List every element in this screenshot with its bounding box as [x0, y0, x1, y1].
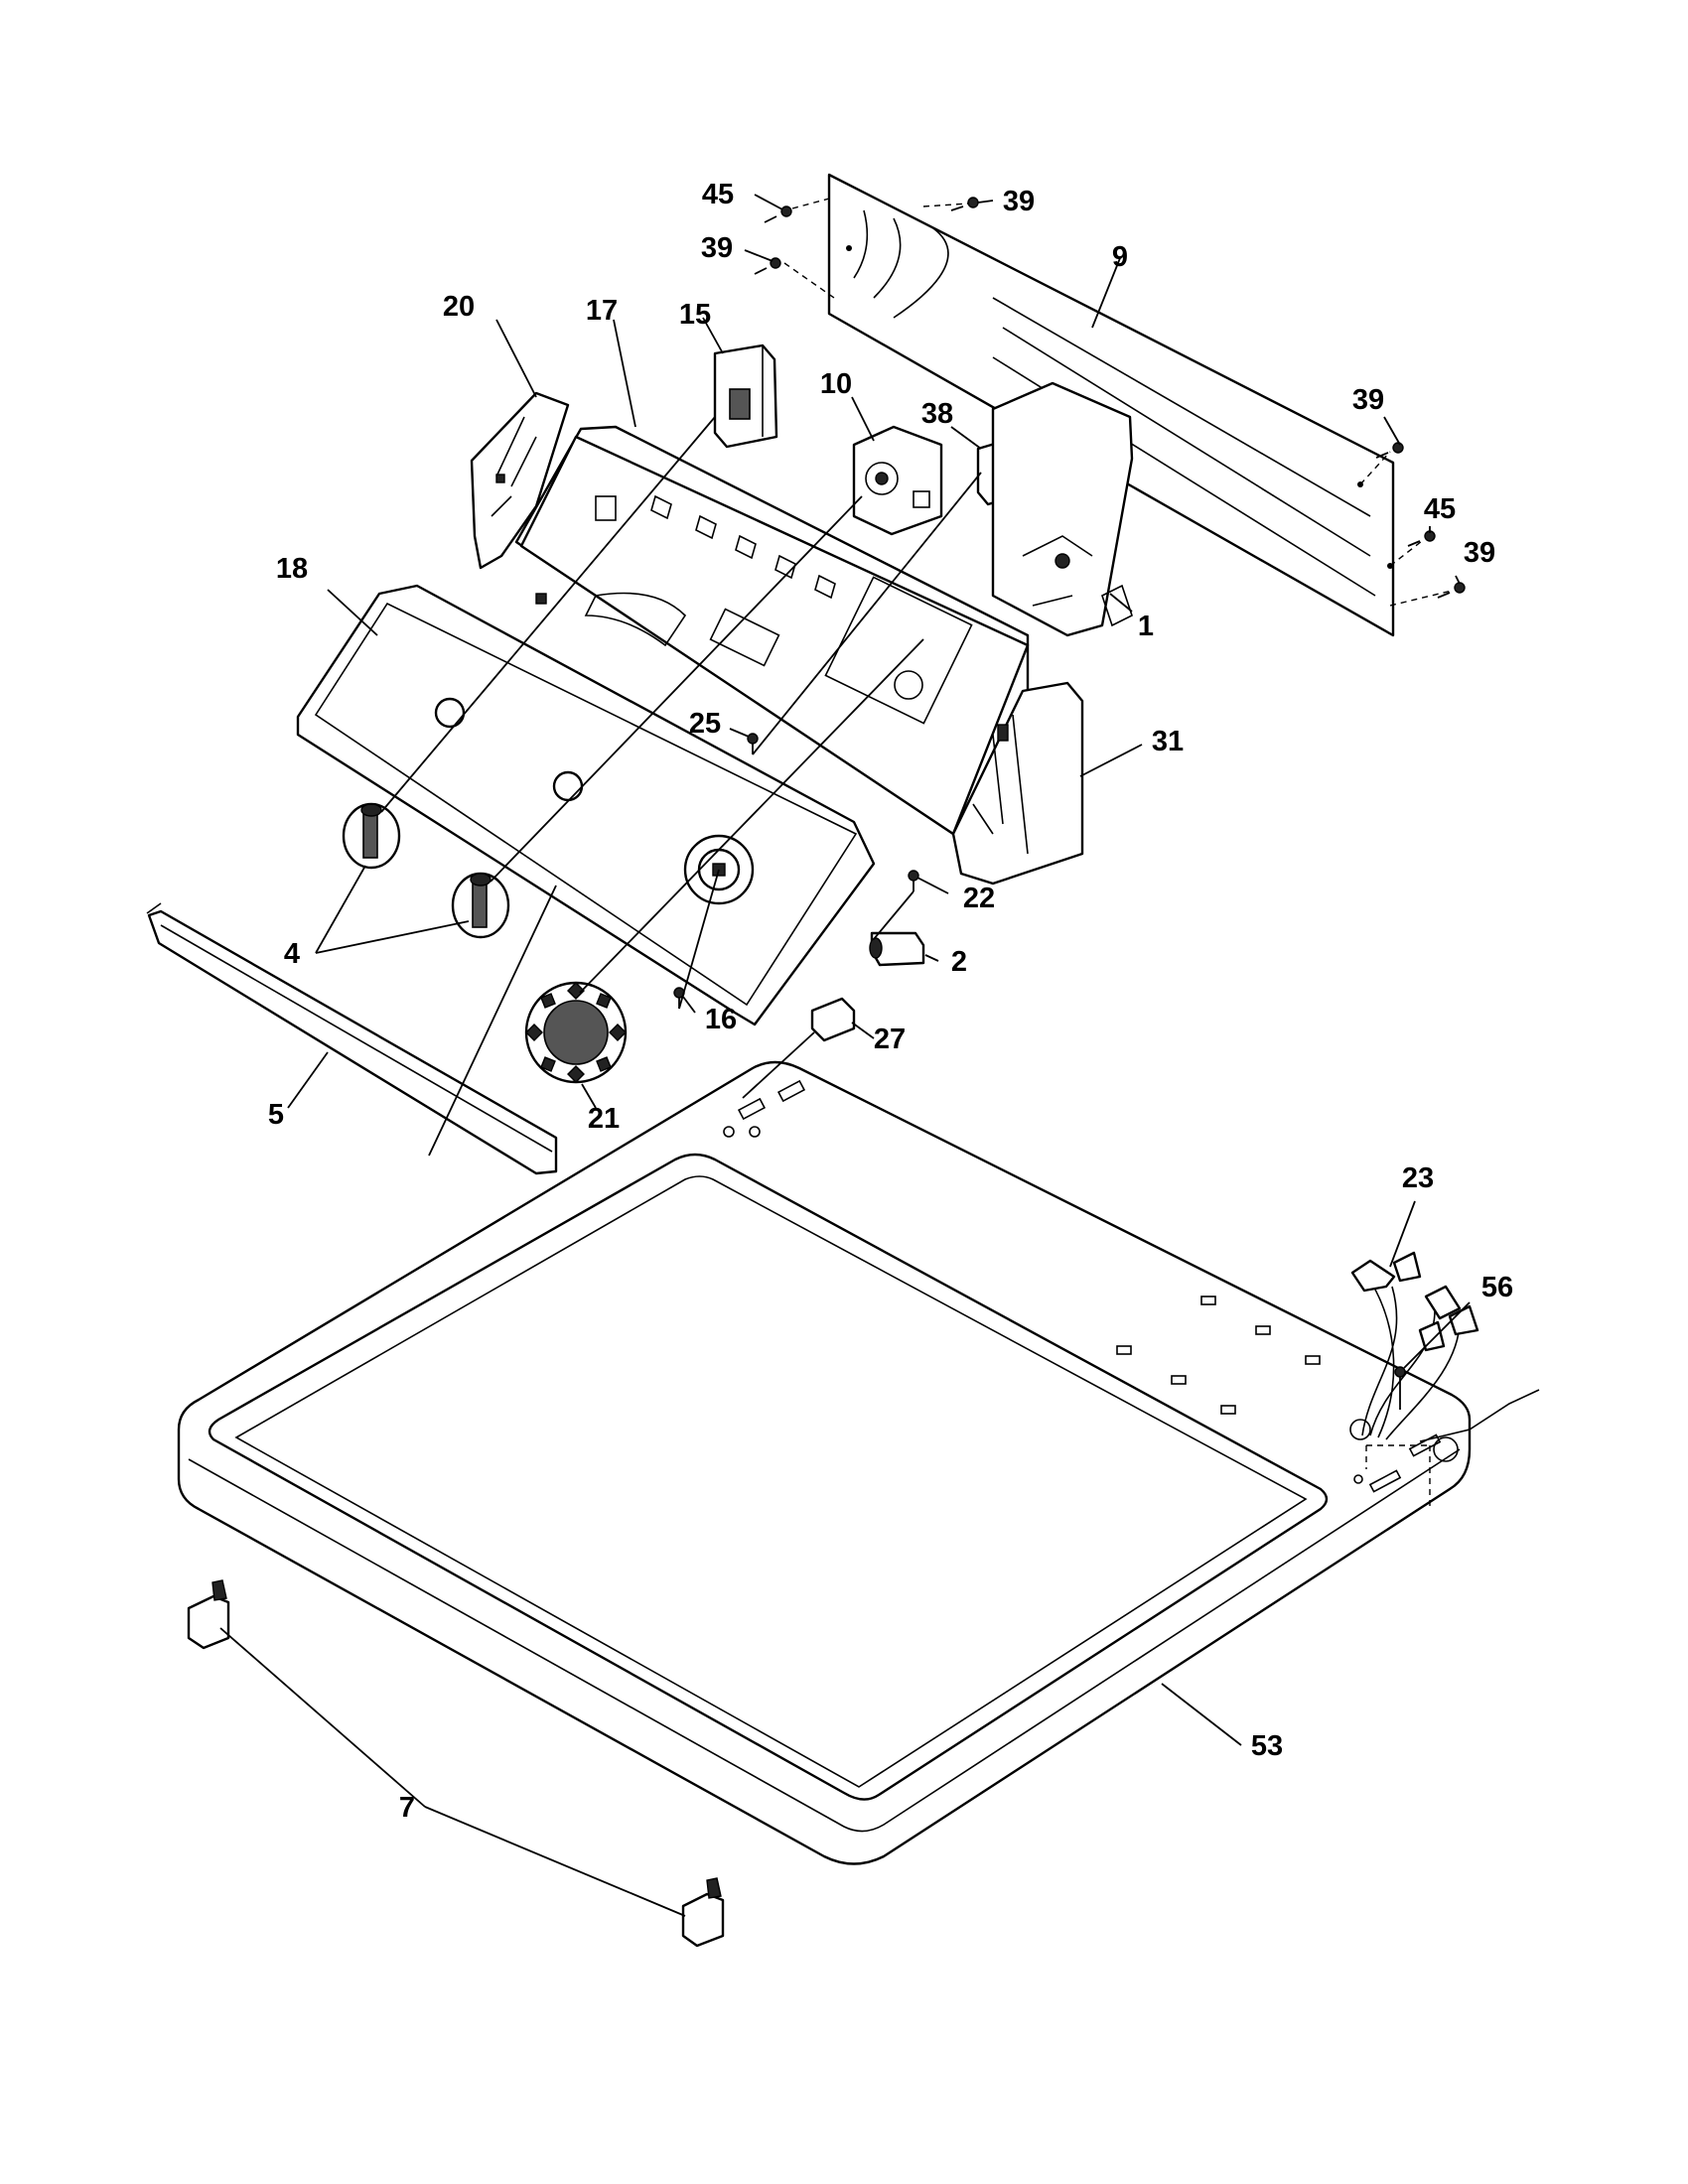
control-panel-part-18	[296, 584, 876, 1026]
callout-18: 18	[276, 553, 308, 585]
callout-20: 20	[443, 291, 475, 323]
callout-53: 53	[1251, 1730, 1283, 1762]
callout-39-left: 39	[701, 232, 733, 264]
callout-15: 15	[679, 299, 711, 331]
callout-21: 21	[588, 1103, 620, 1135]
switch-part-15	[713, 343, 778, 449]
callout-2: 2	[951, 946, 967, 978]
screw-39-mid-right	[1375, 442, 1404, 459]
plug-part-2	[869, 931, 925, 967]
callout-labels: 45 39 39 9 20 17 15 10 38 39 45 39 1 18 …	[268, 179, 1513, 1824]
timer-part-10	[852, 425, 943, 536]
right-end-cap-part-31	[951, 681, 1084, 886]
callout-22: 22	[963, 883, 995, 914]
screw-39-left	[754, 257, 781, 275]
callout-25: 25	[689, 708, 721, 740]
callout-23: 23	[1402, 1162, 1434, 1194]
screw-45-right	[1407, 530, 1436, 547]
clip-part-7-left	[187, 1579, 230, 1650]
callout-45-right: 45	[1424, 493, 1456, 525]
trim-strip-part-5	[146, 902, 558, 1175]
screw-25	[747, 733, 759, 754]
clip-part-7-right	[681, 1877, 725, 1948]
rear-panel-part-9	[827, 173, 1395, 637]
callout-10: 10	[820, 368, 852, 400]
callout-9: 9	[1112, 241, 1128, 273]
callout-45-top: 45	[702, 179, 734, 210]
assembly-lines	[380, 416, 982, 1157]
clip-part-27	[810, 997, 856, 1042]
screw-22	[908, 870, 919, 891]
screw-56	[1365, 1366, 1431, 1509]
callout-38: 38	[921, 398, 953, 430]
callout-17: 17	[586, 295, 618, 327]
timer-knob-part-21	[524, 981, 628, 1084]
callout-1: 1	[1138, 611, 1154, 642]
callout-16: 16	[705, 1004, 737, 1035]
knob-part-4-left	[342, 802, 401, 870]
callout-39-mid-right: 39	[1352, 384, 1384, 416]
bracket-part-1	[991, 381, 1134, 637]
top-lid-part-53	[177, 1060, 1472, 1865]
screw-39-top-right	[950, 197, 979, 211]
callout-4: 4	[284, 938, 300, 970]
left-end-cap-part-20	[470, 391, 570, 570]
callout-39-top-right: 39	[1003, 186, 1035, 217]
leader-lines	[219, 194, 1471, 1917]
callout-5: 5	[268, 1099, 284, 1131]
callout-31: 31	[1152, 726, 1184, 757]
screw-group	[754, 197, 1466, 607]
callout-7: 7	[399, 1792, 415, 1824]
callout-56: 56	[1481, 1272, 1513, 1303]
wiring-harness-part-23	[1350, 1251, 1540, 1442]
screw-39-bottom-right	[1437, 582, 1466, 599]
screw-45-top	[764, 205, 792, 223]
callout-27: 27	[874, 1024, 906, 1055]
knob-part-4-right	[451, 872, 510, 939]
callout-39-bottom-right: 39	[1464, 537, 1495, 569]
